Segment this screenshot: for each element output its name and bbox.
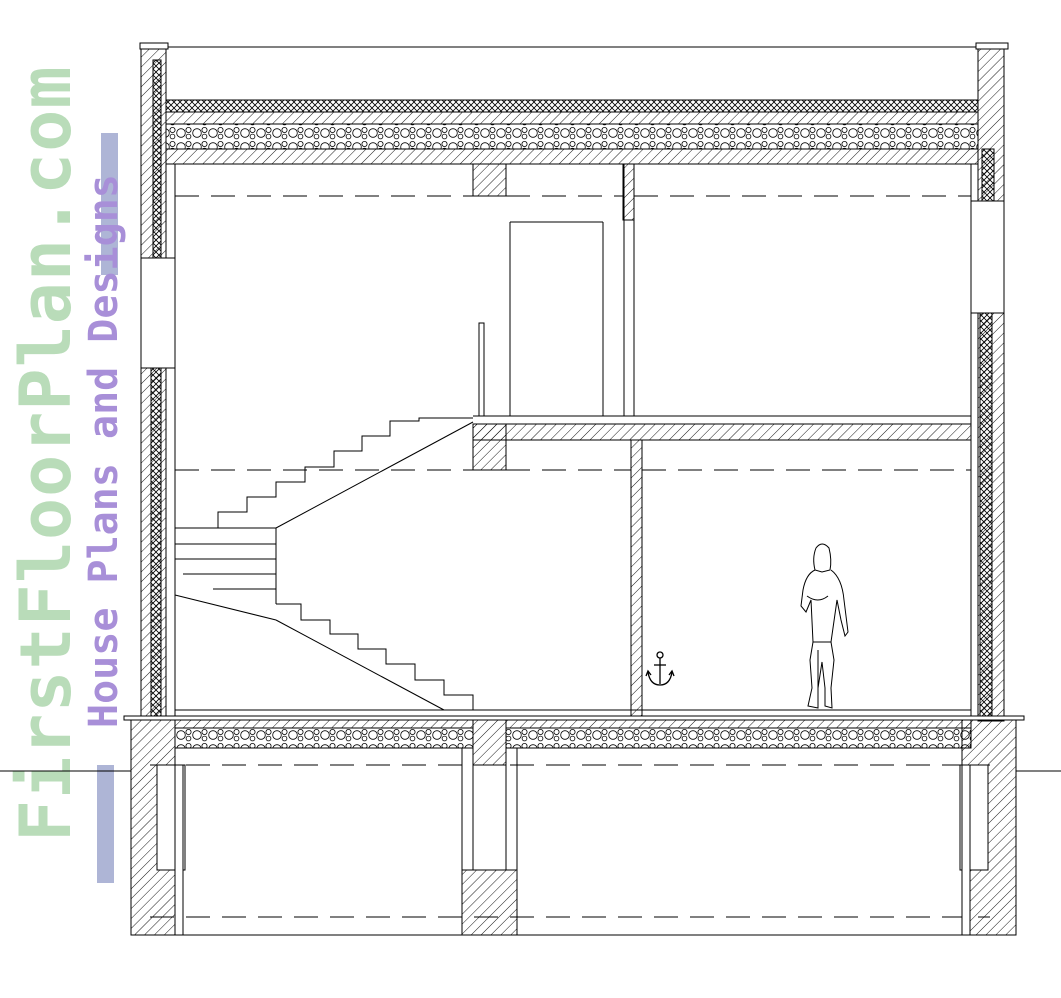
roof-beam-left [472,163,507,197]
dashed-lines [150,195,990,918]
watermark-tagline: House Plans and Designs [81,174,127,728]
roof-beam-right [622,163,635,221]
watermark-site-name: FirstFloorPlan.com [5,65,87,842]
ground-partition [630,439,643,719]
staircase [174,417,474,711]
anchor-icon [645,651,675,686]
ground-slab [123,709,1025,749]
human-figure [800,543,849,709]
intermediate-slab [472,322,972,471]
upper-door [509,164,635,416]
watermark-bar-bottom [97,765,114,883]
watermark-bar-top [101,133,118,275]
roof [139,42,1009,165]
building-section [0,42,1061,936]
foundation [0,719,1061,936]
left-wall [140,48,176,717]
watermark: FirstFloorPlan.com House Plans and Desig… [5,65,127,883]
